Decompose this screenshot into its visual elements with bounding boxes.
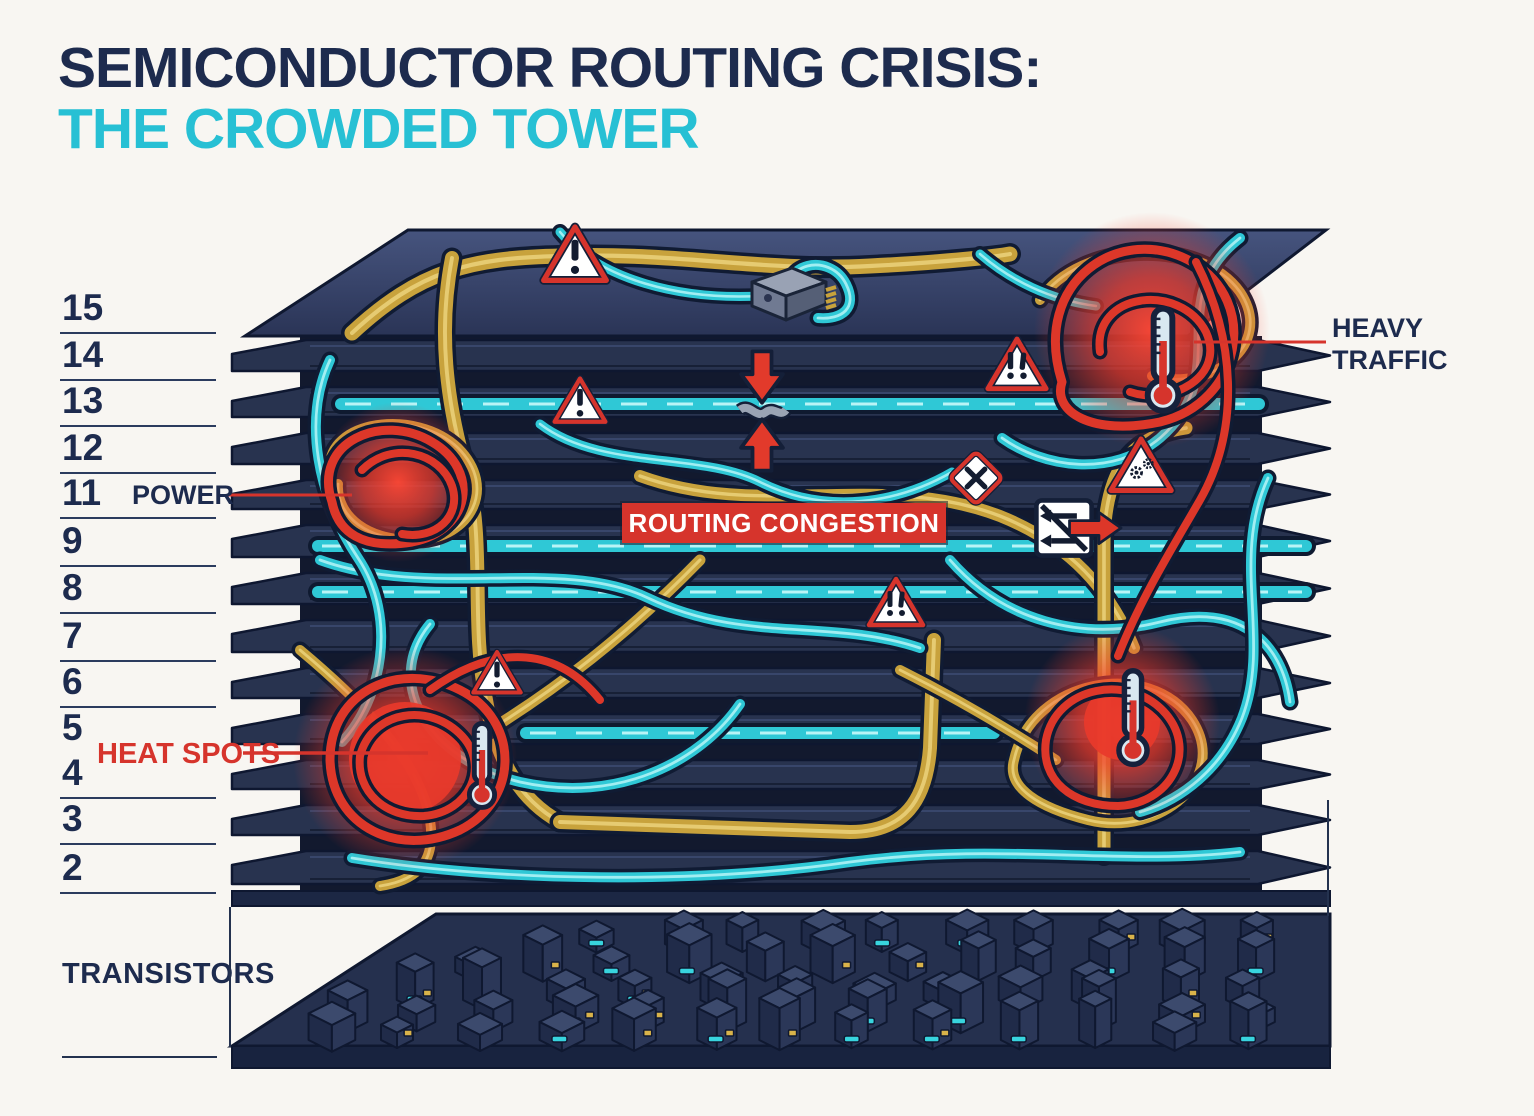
wire-tangle	[291, 224, 1299, 895]
transistor-block	[379, 1015, 415, 1050]
crushed-wire	[737, 404, 790, 418]
thermometer-icon	[469, 723, 494, 807]
transistor-block	[912, 999, 953, 1051]
transistor-block	[592, 945, 631, 982]
thermometer-icon	[1148, 309, 1179, 411]
transistor-block	[307, 1000, 357, 1053]
transistor-block	[834, 1003, 869, 1050]
transistor-block	[522, 924, 564, 983]
transistor-block	[960, 930, 997, 982]
transistor-block	[1229, 991, 1268, 1051]
bottom-layer-slab	[231, 890, 1331, 907]
transistor-block	[1013, 909, 1054, 955]
transistor-block	[1152, 1010, 1198, 1052]
transistor-block	[758, 987, 801, 1052]
transistor-block	[578, 919, 615, 954]
transistor-field	[226, 907, 1332, 1069]
transistor-block	[396, 994, 437, 1033]
transistor-block	[538, 1009, 586, 1053]
thermometer-icon	[1119, 671, 1147, 765]
transistor-block	[864, 911, 899, 953]
transistor-block	[999, 990, 1040, 1051]
transistor-block	[1078, 989, 1113, 1050]
transistor-block	[696, 997, 738, 1051]
transistor-block	[666, 922, 713, 985]
transistor-block	[456, 1011, 504, 1053]
transistor-block	[809, 922, 856, 985]
transistor-block	[888, 941, 928, 983]
transistor-block	[611, 996, 657, 1052]
transistor-block	[745, 931, 785, 983]
icon-layer	[469, 227, 1178, 807]
